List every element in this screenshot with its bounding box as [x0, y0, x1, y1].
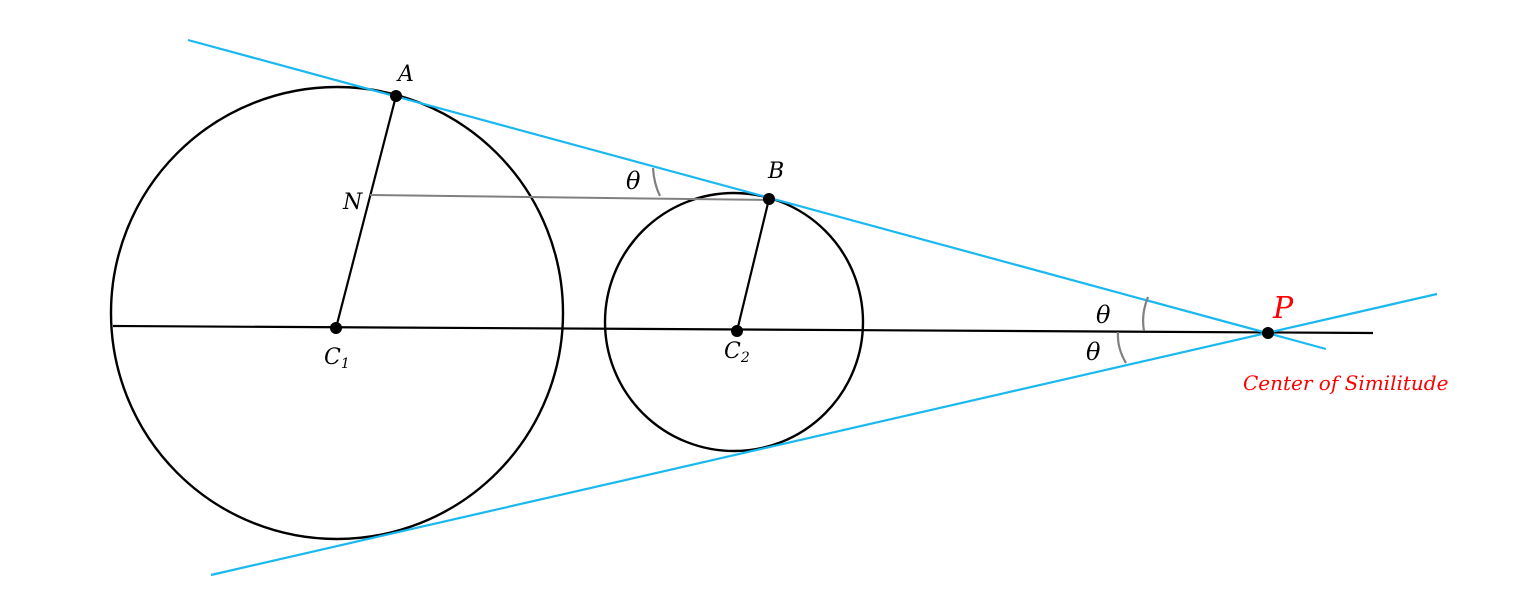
helper-line-n-b: [369, 194, 770, 201]
theta-label-mid: θ: [1096, 301, 1111, 329]
radius-c2-b: [735, 198, 771, 332]
center-axis-line: [112, 324, 1374, 335]
point-b: [763, 193, 775, 205]
label-a: A: [396, 62, 414, 87]
label-p: P: [1272, 291, 1294, 326]
label-c1: C1: [324, 345, 350, 372]
circle-c2: [603, 191, 865, 453]
center-of-similitude-caption: Center of Similitude: [1243, 371, 1448, 395]
upper-tangent-line: [187, 38, 1327, 351]
point-c1: [330, 322, 342, 334]
angle-arc-at-b: [651, 167, 661, 197]
label-b: B: [767, 159, 784, 184]
theta-label-top: θ: [626, 167, 641, 195]
point-c2: [731, 325, 743, 337]
angle-arc-lower-at-p: [1116, 331, 1127, 364]
angle-arc-upper-at-p: [1142, 296, 1150, 332]
point-p: [1262, 327, 1274, 339]
label-c2: C2: [724, 339, 750, 366]
label-c1-main: C: [324, 345, 341, 370]
label-c1-sub: 1: [341, 356, 350, 372]
circle-c1: [109, 85, 565, 541]
lower-tangent-line: [210, 292, 1438, 577]
radius-c1-a: [334, 95, 398, 329]
label-c2-main: C: [724, 339, 741, 364]
label-n: N: [342, 190, 363, 215]
label-c2-sub: 2: [740, 350, 750, 366]
point-a: [390, 90, 402, 102]
theta-label-bottom: θ: [1086, 338, 1101, 366]
